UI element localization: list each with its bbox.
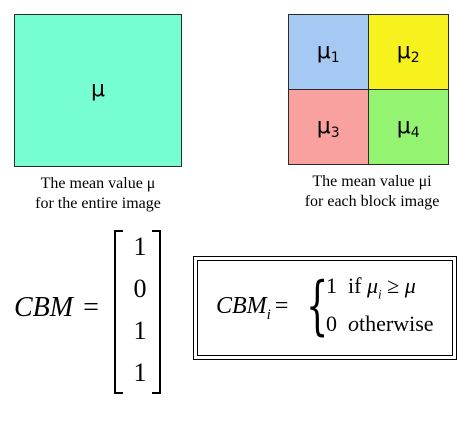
cbm-label: CBM: [14, 292, 74, 323]
block-2-index: 2: [410, 49, 420, 66]
caption-line-1: The mean value μi: [312, 173, 432, 190]
case-one-mu-index: i: [378, 286, 382, 302]
right-bracket: [152, 230, 161, 394]
case-two: 0 otherwise: [326, 311, 434, 337]
equals-sign: =: [83, 292, 99, 323]
mean-symbol: μ: [91, 77, 105, 102]
caption-line-2: for each block image: [304, 193, 440, 210]
caption-line-2: for the entire image: [35, 195, 161, 212]
case-one-if: if: [348, 273, 362, 298]
case-one-value: 1: [326, 273, 337, 298]
cbmi-inner-frame: CBMi= { 1 if μi ≥ μ 0 otherwise: [197, 260, 453, 356]
block-1-index: 1: [330, 49, 340, 66]
case-one: 1 if μi ≥ μ: [326, 273, 416, 302]
cbm-vector-formula: CBM = 1 0 1 1: [12, 230, 182, 398]
entire-image-caption: The mean value μ for the entire image: [0, 174, 196, 214]
case-two-value: 0: [326, 311, 337, 336]
block-1-mu: μ: [316, 39, 331, 65]
equals-sign: =: [274, 293, 289, 319]
entire-image-square: μ: [14, 14, 182, 167]
left-bracket: [114, 230, 123, 394]
case-one-mu: μ: [366, 273, 378, 298]
case-one-operator: ≥: [387, 273, 400, 298]
vector-entry-4: 1: [133, 358, 147, 387]
vector-entry-1: 1: [133, 232, 147, 261]
cbmi-label: CBM: [216, 293, 267, 319]
cbm-lhs: CBM =: [14, 292, 99, 324]
block-image-caption: The mean value μi for each block image: [270, 172, 474, 212]
left-brace: {: [306, 269, 329, 343]
cbmi-lhs: CBMi=: [216, 293, 288, 324]
caption-line-1: The mean value μ: [40, 175, 156, 192]
cbmi-index: i: [266, 306, 271, 323]
vector-entry-2: 0: [133, 274, 147, 303]
case-two-o: o: [348, 311, 359, 336]
block-4-index: 4: [410, 124, 420, 141]
block-2-mu: μ: [396, 39, 411, 65]
block-3-index: 3: [330, 124, 340, 141]
block-4-mu: μ: [396, 114, 411, 140]
vector-entry-3: 1: [133, 316, 147, 345]
case-two-rest: therwise: [359, 311, 434, 336]
case-one-rhs: μ: [404, 273, 416, 298]
block-3-mu: μ: [316, 114, 331, 140]
cbmi-definition-box: CBMi= { 1 if μi ≥ μ 0 otherwise: [193, 256, 457, 360]
